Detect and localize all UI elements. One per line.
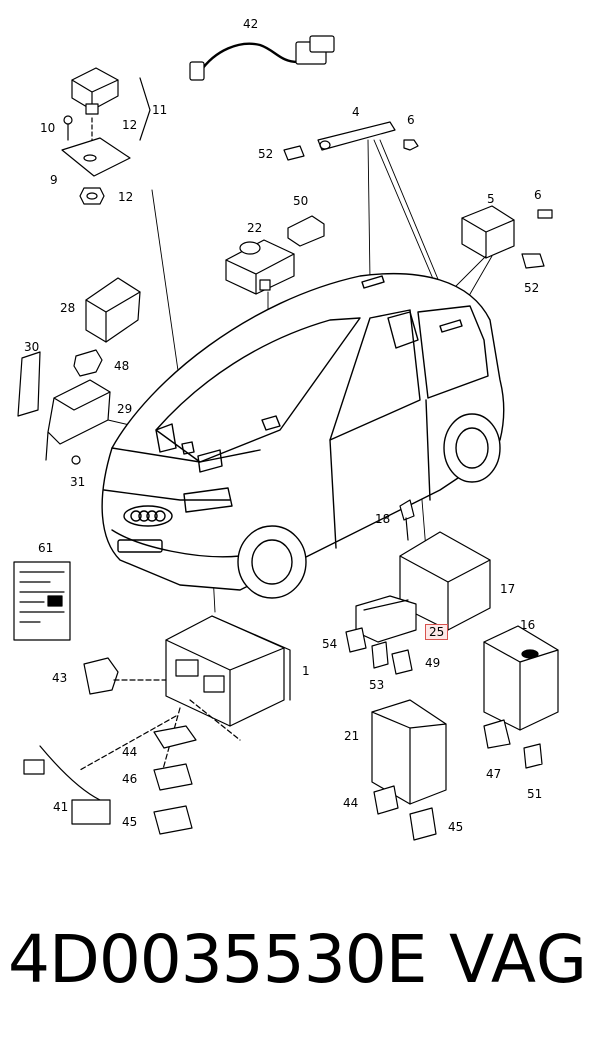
antenna-4 [283,121,419,161]
footer: 4D0035530E VAG [0,905,600,1015]
callout-28: 28 [60,301,76,315]
callout-12: 12 [118,190,134,204]
callout-17: 17 [500,582,516,596]
callout-18: 18 [375,512,391,526]
label-61 [13,561,71,641]
callout-45: 45 [122,815,138,829]
right-modules [345,499,559,841]
callout-54: 54 [322,637,338,651]
switch-unit-22 [225,215,325,295]
callout-41: 41 [53,800,69,814]
callout-1: 1 [302,664,310,678]
callout-16: 16 [520,618,536,632]
callout-52: 52 [258,147,274,161]
callout-30: 30 [24,340,40,354]
callout-4: 4 [352,105,360,119]
callout-6: 6 [407,113,415,127]
callout-25: 25 [425,624,449,640]
control-unit-1 [23,615,291,835]
cable-42 [189,35,335,81]
callout-6: 6 [534,188,542,202]
left-modules [17,277,141,465]
callout-45: 45 [448,820,464,834]
car-body [101,273,505,599]
brand-name: VAG [448,921,588,998]
callout-44: 44 [343,796,359,810]
callout-44: 44 [122,745,138,759]
callout-42: 42 [243,17,259,31]
callout-49: 49 [425,656,441,670]
callout-21: 21 [344,729,360,743]
part-number: 4D0035530E [8,921,427,998]
callout-52: 52 [524,281,540,295]
callout-11: 11 [152,103,168,117]
bracket-9 [61,115,131,205]
callout-47: 47 [486,767,502,781]
callout-43: 43 [52,671,68,685]
callout-46: 46 [122,772,138,786]
callout-9: 9 [50,173,58,187]
callout-61: 61 [38,541,54,555]
callout-10: 10 [40,121,56,135]
callout-53: 53 [369,678,385,692]
callout-48: 48 [114,359,130,373]
callout-22: 22 [247,221,263,235]
callout-5: 5 [487,192,495,206]
module-5 [461,205,553,269]
exploded-parts-diagram [13,35,559,841]
callout-50: 50 [293,194,309,208]
callout-51: 51 [527,787,543,801]
callout-31: 31 [70,475,86,489]
callout-12: 12 [122,118,138,132]
callout-29: 29 [117,402,133,416]
